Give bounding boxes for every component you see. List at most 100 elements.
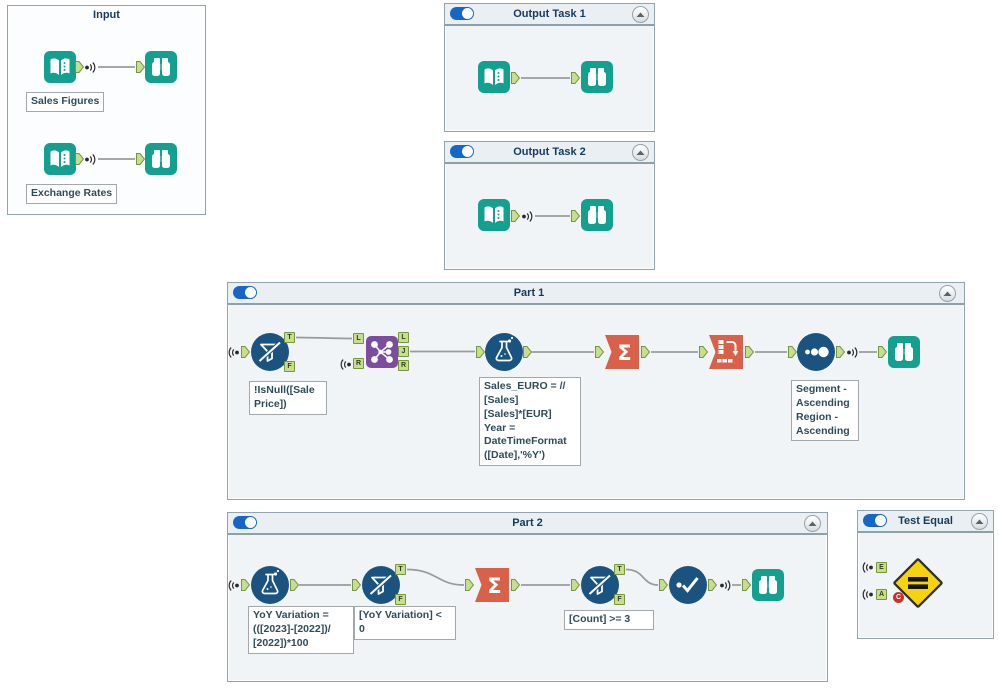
collapse-button[interactable] bbox=[632, 6, 649, 23]
enabled-toggle[interactable] bbox=[450, 145, 474, 158]
input-anchor-left[interactable]: L bbox=[353, 333, 364, 344]
molecule-icon bbox=[366, 336, 398, 368]
wireless-connection-icon bbox=[228, 347, 240, 358]
summarize-tool[interactable] bbox=[474, 567, 510, 603]
container-part-2[interactable]: Part 2 bbox=[227, 512, 828, 682]
input-anchor[interactable] bbox=[571, 579, 580, 591]
binoculars-icon bbox=[145, 51, 177, 83]
input-data-tool[interactable] bbox=[478, 199, 512, 233]
flask-icon bbox=[485, 333, 523, 371]
browse-tool[interactable] bbox=[581, 199, 615, 233]
tool-annotation[interactable]: [YoY Variation] < 0 bbox=[354, 606, 456, 640]
browse-tool[interactable] bbox=[145, 143, 177, 175]
output-anchor[interactable] bbox=[708, 579, 717, 591]
output-anchor[interactable] bbox=[511, 72, 520, 84]
wireless-connection-icon bbox=[84, 154, 96, 165]
input-anchor[interactable] bbox=[659, 579, 668, 591]
enabled-toggle[interactable] bbox=[233, 286, 257, 299]
output-anchor-true[interactable]: T bbox=[284, 332, 295, 343]
input-anchor[interactable] bbox=[352, 579, 361, 591]
wireless-connection-icon bbox=[340, 359, 352, 370]
browse-tool[interactable] bbox=[581, 61, 615, 95]
tool-annotation[interactable]: Segment - Ascending Region - Ascending bbox=[791, 380, 859, 442]
enabled-toggle[interactable] bbox=[450, 7, 474, 20]
input-anchor[interactable] bbox=[742, 579, 751, 591]
connection-line bbox=[625, 568, 659, 586]
binoculars-icon bbox=[145, 143, 177, 175]
input-anchor[interactable] bbox=[571, 72, 580, 84]
formula-tool[interactable] bbox=[251, 566, 289, 604]
output-anchor-join[interactable]: J bbox=[398, 346, 409, 357]
input-anchor[interactable] bbox=[476, 346, 485, 358]
output-anchor[interactable] bbox=[75, 61, 84, 73]
output-anchor[interactable] bbox=[745, 346, 754, 358]
input-anchor[interactable] bbox=[571, 210, 580, 222]
collapse-button[interactable] bbox=[939, 285, 956, 302]
input-anchor[interactable] bbox=[465, 579, 474, 591]
output-anchor-false[interactable]: F bbox=[395, 594, 406, 605]
input-anchor[interactable] bbox=[241, 579, 250, 591]
join-tool[interactable] bbox=[366, 336, 398, 368]
tool-label[interactable]: Exchange Rates bbox=[26, 184, 118, 204]
input-anchor[interactable] bbox=[241, 346, 250, 358]
output-anchor-true[interactable]: T bbox=[395, 564, 406, 575]
tool-annotation[interactable]: [Count] >= 3 bbox=[564, 610, 654, 630]
collapse-button[interactable] bbox=[971, 513, 988, 530]
output-anchor-true[interactable]: T bbox=[614, 564, 625, 575]
enabled-toggle[interactable] bbox=[863, 514, 887, 527]
container-header: Output Task 1 bbox=[445, 4, 654, 26]
output-anchor[interactable] bbox=[836, 346, 845, 358]
container-output-task-2[interactable]: Output Task 2 bbox=[444, 141, 655, 270]
input-anchor-expected[interactable]: E bbox=[876, 562, 887, 573]
container-title: Output Task 2 bbox=[513, 146, 586, 158]
toggle-knob bbox=[245, 517, 256, 528]
output-anchor-false[interactable]: F bbox=[284, 361, 295, 372]
input-anchor-right[interactable]: R bbox=[353, 358, 364, 369]
output-anchor[interactable] bbox=[523, 346, 532, 358]
connection-line bbox=[295, 336, 353, 340]
input-data-tool[interactable] bbox=[44, 51, 76, 83]
input-anchor[interactable] bbox=[136, 153, 145, 165]
crosstab-tool[interactable] bbox=[708, 334, 744, 370]
dots-ascending-icon bbox=[797, 333, 835, 371]
wireless-connection-icon bbox=[862, 561, 874, 574]
binoculars-icon bbox=[752, 569, 784, 601]
input-anchor[interactable] bbox=[595, 346, 604, 358]
output-anchor[interactable] bbox=[75, 153, 84, 165]
anchor-letter: E bbox=[879, 564, 884, 571]
input-anchor-actual[interactable]: A bbox=[876, 589, 887, 600]
summarize-tool[interactable] bbox=[604, 334, 640, 370]
input-anchor[interactable] bbox=[136, 61, 145, 73]
unique-tool[interactable] bbox=[669, 566, 707, 604]
input-anchor[interactable] bbox=[878, 346, 887, 358]
tool-annotation[interactable]: YoY Variation = (([2023]-[2022])/ [2022]… bbox=[248, 606, 354, 654]
output-anchor-false[interactable]: F bbox=[614, 594, 625, 605]
output-anchor[interactable] bbox=[511, 579, 520, 591]
output-anchor-left[interactable]: L bbox=[398, 332, 409, 343]
sigma-icon bbox=[605, 335, 639, 369]
toggle-knob bbox=[462, 8, 473, 19]
toggle-knob bbox=[462, 146, 473, 157]
sort-tool[interactable] bbox=[797, 333, 835, 371]
tool-label[interactable]: Sales Figures bbox=[26, 92, 105, 112]
input-data-tool[interactable] bbox=[478, 61, 512, 95]
browse-tool[interactable] bbox=[888, 336, 920, 368]
formula-tool[interactable] bbox=[485, 333, 523, 371]
output-anchor[interactable] bbox=[511, 210, 520, 222]
connection-line bbox=[406, 568, 465, 586]
input-data-tool[interactable] bbox=[44, 143, 76, 175]
container-title: Part 1 bbox=[513, 287, 545, 299]
output-anchor-right[interactable]: R bbox=[398, 360, 409, 371]
collapse-button[interactable] bbox=[632, 144, 649, 161]
input-anchor[interactable] bbox=[699, 346, 708, 358]
anchor-letter: F bbox=[398, 596, 403, 603]
browse-tool[interactable] bbox=[145, 51, 177, 83]
browse-tool[interactable] bbox=[752, 569, 784, 601]
output-anchor[interactable] bbox=[290, 579, 299, 591]
output-anchor[interactable] bbox=[641, 346, 650, 358]
input-anchor[interactable] bbox=[788, 346, 797, 358]
tool-annotation[interactable]: Sales_EURO = // [Sales] [Sales]*[EUR] Ye… bbox=[479, 377, 581, 467]
enabled-toggle[interactable] bbox=[233, 516, 257, 529]
collapse-button[interactable] bbox=[804, 515, 821, 532]
tool-annotation[interactable]: !IsNull([Sale Price]) bbox=[249, 381, 327, 415]
